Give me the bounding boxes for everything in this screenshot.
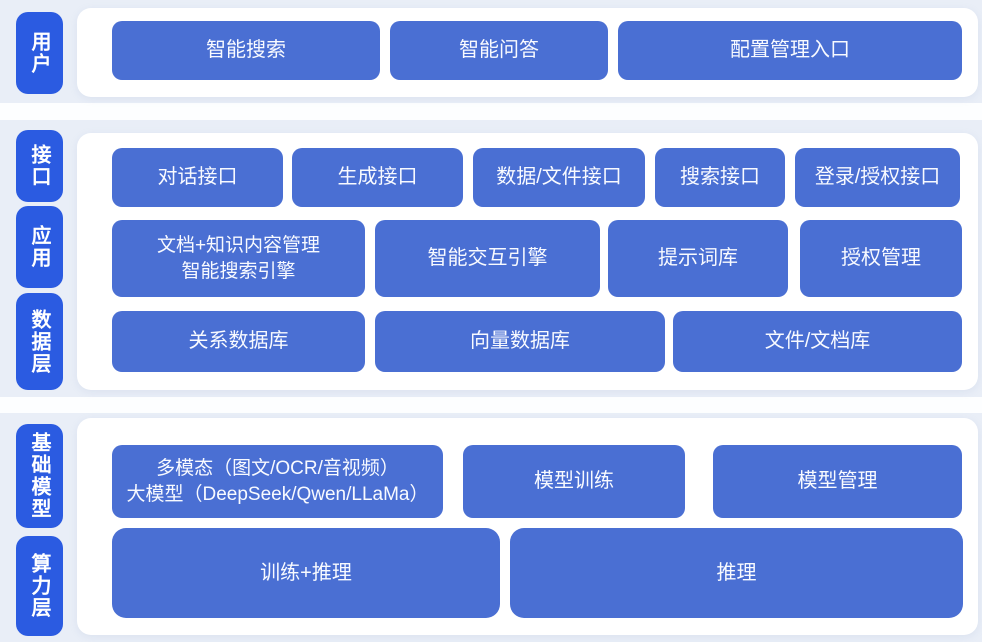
block-smart-search: 智能搜索 <box>112 21 380 80</box>
background-stripe <box>0 397 982 413</box>
background-stripe <box>0 103 982 120</box>
block-smart-qa: 智能问答 <box>390 21 608 80</box>
block-config-management-entry: 配置管理入口 <box>618 21 962 80</box>
block-doc-knowledge-search-engine: 文档+知识内容管理 智能搜索引擎 <box>112 220 365 297</box>
block-login-auth-api: 登录/授权接口 <box>795 148 960 207</box>
block-dialog-api: 对话接口 <box>112 148 283 207</box>
side-label-user: 用户 <box>16 12 63 94</box>
block-multimodal-llm: 多模态（图文/OCR/音视频） 大模型（DeepSeek/Qwen/LLaMa） <box>112 445 443 518</box>
block-data-file-api: 数据/文件接口 <box>473 148 645 207</box>
block-search-api: 搜索接口 <box>655 148 785 207</box>
side-label-interface: 接口 <box>16 130 63 202</box>
block-generation-api: 生成接口 <box>292 148 463 207</box>
block-file-doc-store: 文件/文档库 <box>673 311 962 372</box>
block-interactive-engine: 智能交互引擎 <box>375 220 600 297</box>
side-label-foundation-model: 基础模型 <box>16 424 63 528</box>
block-vector-db: 向量数据库 <box>375 311 665 372</box>
block-relational-db: 关系数据库 <box>112 311 365 372</box>
block-inference: 推理 <box>510 528 963 618</box>
block-training-inference: 训练+推理 <box>112 528 500 618</box>
block-model-training: 模型训练 <box>463 445 685 518</box>
side-label-application: 应用 <box>16 206 63 288</box>
block-model-management: 模型管理 <box>713 445 962 518</box>
block-auth-management: 授权管理 <box>800 220 962 297</box>
side-label-data-layer: 数据层 <box>16 293 63 390</box>
block-prompt-library: 提示词库 <box>608 220 788 297</box>
side-label-compute-layer: 算力层 <box>16 536 63 636</box>
